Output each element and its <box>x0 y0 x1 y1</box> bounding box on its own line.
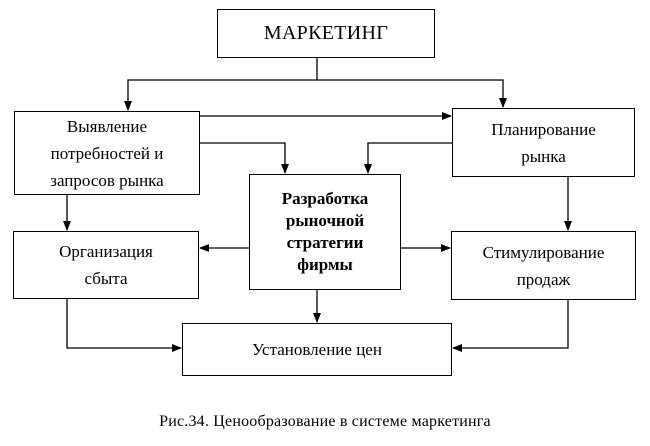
needs-line-2: потребностей и <box>50 143 164 163</box>
arrow-stimulation-to-pricing <box>452 300 569 352</box>
pricing-label: Установление цен <box>252 340 382 359</box>
planning-line-2: рынка <box>521 146 566 166</box>
strategy-line-2: рыночной <box>285 211 365 230</box>
pricing-box: Установление цен <box>182 323 452 376</box>
stimulation-line-2: продаж <box>516 269 571 289</box>
arrow-marketing-to-needs <box>124 58 318 111</box>
arrow-planning-to-strategy <box>364 142 452 174</box>
needs-identification-box: Выявление потребностей и запросов рынка <box>14 111 200 195</box>
marketing-box: МАРКЕТИНГ <box>217 9 435 58</box>
organization-line-1: Организация <box>59 242 153 261</box>
marketing-label: МАРКЕТИНГ <box>263 22 389 44</box>
sales-organization-box: Организация сбыта <box>13 231 199 299</box>
stimulation-line-1: Стимулирование <box>482 242 605 262</box>
planning-line-1: Планирование <box>491 119 596 139</box>
market-planning-box: Планирование рынка <box>452 108 635 177</box>
needs-line-3: запросов рынка <box>50 170 164 190</box>
needs-line-1: Выявление <box>66 116 148 136</box>
strategy-line-3: стратегии <box>286 233 364 252</box>
arrow-needs-to-strategy <box>200 142 289 174</box>
figure-caption: Рис.34. Ценообразование в системе маркет… <box>159 413 491 430</box>
organization-line-2: сбыта <box>84 269 128 288</box>
strategy-line-4: фирмы <box>297 255 353 274</box>
sales-stimulation-box: Стимулирование продаж <box>451 231 636 300</box>
strategy-development-box: Разработка рыночной стратегии фирмы <box>249 174 401 290</box>
arrow-marketing-to-planning <box>317 79 507 108</box>
arrow-organization-to-pricing <box>66 299 182 352</box>
strategy-line-1: Разработка <box>281 189 369 208</box>
